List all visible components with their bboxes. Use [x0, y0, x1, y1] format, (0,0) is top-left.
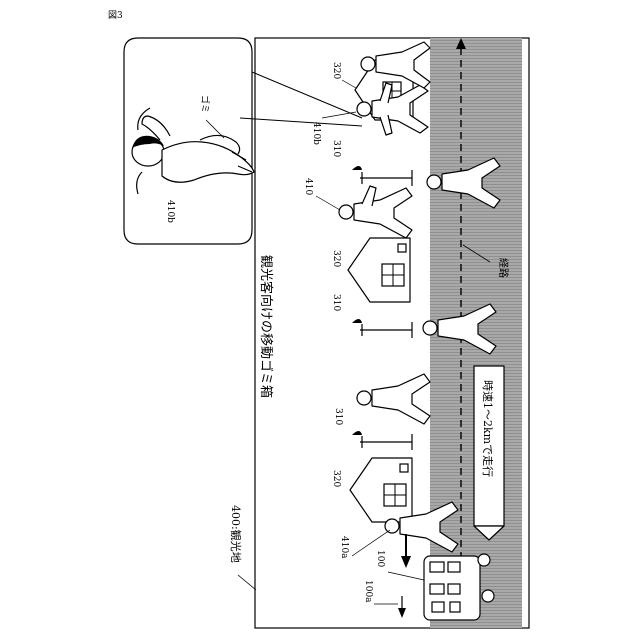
street-lamp-2: [352, 319, 412, 338]
route-label: 経路: [497, 258, 510, 278]
ref-320-low: 320: [331, 470, 341, 487]
ref-310-2: 310: [331, 294, 341, 311]
speed-label: 時速1〜2kmで走行: [481, 380, 494, 477]
street-lamp-3: [352, 431, 412, 450]
tourist-roadside: [357, 374, 430, 424]
tourist-zoom-figure: [132, 108, 254, 194]
area-leader: [238, 575, 256, 590]
ref-100a: 100a: [363, 580, 373, 603]
ref-310-1: 310: [331, 140, 341, 157]
house-3: [350, 458, 412, 522]
direction-arrow-1-head: [401, 556, 411, 568]
ref-100: 100: [375, 550, 385, 567]
leader-100: [388, 572, 424, 580]
tourist-410: [339, 186, 412, 238]
figure-number: 図3: [108, 10, 123, 21]
zoom-callout: ゴミ 410b: [124, 38, 362, 244]
ref-320-mid: 320: [331, 250, 341, 267]
leader-410: [316, 196, 340, 210]
ref-310-3: 310: [333, 408, 343, 425]
callout-word: ゴミ: [199, 95, 211, 113]
leader-320-top: [342, 80, 356, 88]
speed-callout: 時速1〜2kmで走行: [474, 366, 504, 540]
ref-410b-zoom: 410b: [165, 200, 175, 223]
direction-arrow-2-head: [398, 608, 406, 618]
leader-410b: [322, 112, 356, 118]
scene-title: 観光客向けの移動ゴミ箱: [258, 255, 274, 398]
street-lamp-1: [352, 166, 412, 186]
ref-410a: 410a: [339, 536, 349, 559]
ref-410: 410: [303, 178, 313, 195]
house-2: [348, 238, 410, 302]
area-label: 400:観光地: [229, 505, 243, 563]
ref-410b: 410b: [311, 122, 321, 145]
ref-320-top: 320: [331, 62, 341, 79]
